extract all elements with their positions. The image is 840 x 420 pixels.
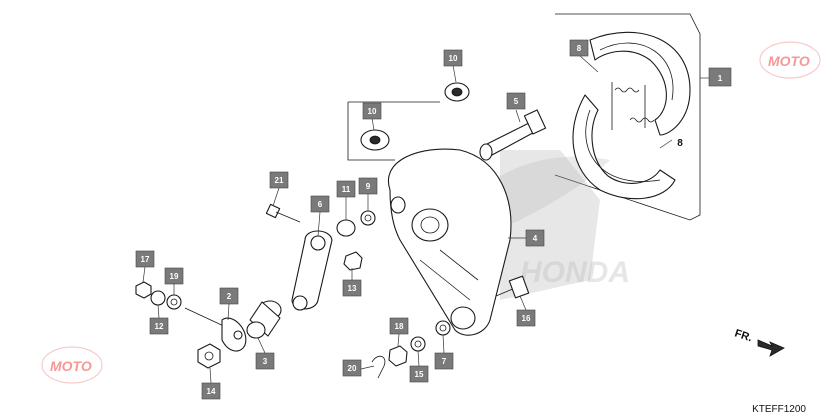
callout-4: 4 (525, 229, 545, 247)
callout-15: 15 (409, 365, 429, 383)
callout-number: 4 (533, 234, 538, 243)
callout-number: 17 (141, 255, 150, 264)
callout-19: 19 (164, 267, 184, 285)
callout-number: 18 (395, 322, 404, 331)
indicator-plate-11 (336, 219, 356, 237)
callout-number: 10 (368, 107, 377, 116)
adjusting-bolt (184, 307, 247, 352)
cotter-pin-20 (371, 355, 386, 379)
callout-number: 19 (170, 272, 179, 281)
logo-text: MOTO (768, 53, 810, 69)
camshaft (479, 109, 547, 161)
callout-17: 17 (135, 250, 155, 268)
washer-15 (410, 336, 426, 352)
callout-21: 21 (269, 171, 289, 189)
callout-6: 6 (310, 195, 330, 213)
callout-number: 14 (207, 387, 216, 396)
bolt-16 (495, 275, 530, 299)
brake-panel (387, 148, 512, 336)
callout-8-plain: 8 (677, 138, 683, 149)
callout-number: 2 (227, 292, 232, 301)
nut-13 (343, 251, 363, 271)
callout-14: 14 (201, 382, 221, 400)
nut-14 (197, 343, 221, 369)
callout-number: 16 (522, 314, 531, 323)
callout-13: 13 (342, 279, 362, 297)
callout-number: 11 (342, 185, 351, 194)
callout-16: 16 (516, 309, 536, 327)
nut-18 (388, 345, 408, 367)
callout-number: 8 (677, 138, 683, 149)
callout-number: 13 (348, 284, 357, 293)
callout-number: 3 (263, 357, 268, 366)
bolt-21 (265, 203, 301, 223)
washer-7 (435, 320, 451, 336)
collar-3 (246, 300, 282, 339)
callout-20: 20 (342, 359, 362, 377)
callout-10-lower: 10 (362, 102, 382, 120)
dot-shade (500, 150, 600, 300)
callout-number: 21 (275, 176, 284, 185)
callout-5: 5 (506, 92, 526, 110)
callout-number: 10 (449, 54, 458, 63)
callout-number: 20 (348, 364, 357, 373)
callout-7: 7 (434, 352, 454, 370)
callout-number: 8 (577, 44, 582, 53)
callout-11: 11 (336, 180, 356, 198)
callout-number: 15 (415, 370, 424, 379)
callout-number: 7 (442, 357, 447, 366)
bearing-group-bracket (347, 102, 395, 161)
leader-lines (142, 54, 709, 384)
direction-label: FR. (733, 327, 754, 344)
callout-number: 12 (155, 322, 164, 331)
moto-logo-top-right: MOTO (759, 41, 821, 79)
callout-1: 1 (708, 67, 732, 87)
moto-logo-bottom-left: MOTO (41, 346, 103, 384)
washer-12 (150, 290, 166, 306)
callout-2: 2 (219, 287, 239, 305)
brake-shoe-upper (589, 31, 691, 136)
bearing-lower (360, 129, 390, 151)
washer-9 (360, 210, 376, 226)
callout-number: 1 (718, 74, 723, 83)
return-springs (611, 82, 655, 130)
shoe-group-bracket (554, 13, 701, 221)
logo-text: MOTO (50, 358, 92, 374)
callout-12: 12 (149, 317, 169, 335)
brake-arm (291, 230, 333, 311)
brake-shoe-lower (572, 94, 676, 200)
bearing-upper (444, 82, 470, 102)
front-direction-arrow: FR. (733, 327, 785, 357)
callout-10-upper: 10 (443, 49, 463, 67)
diagram-code: KTEFF1200 (752, 404, 806, 415)
callout-8: 8 (569, 39, 589, 57)
callout-18: 18 (389, 317, 409, 335)
callout-9: 9 (358, 177, 378, 195)
watermark-text: HONDA (520, 256, 630, 289)
callout-number: 5 (514, 97, 519, 106)
nut-17 (135, 281, 152, 299)
callout-3: 3 (255, 352, 275, 370)
callout-number: 9 (366, 182, 371, 191)
washer-19 (166, 294, 182, 310)
callout-number: 6 (318, 200, 323, 209)
